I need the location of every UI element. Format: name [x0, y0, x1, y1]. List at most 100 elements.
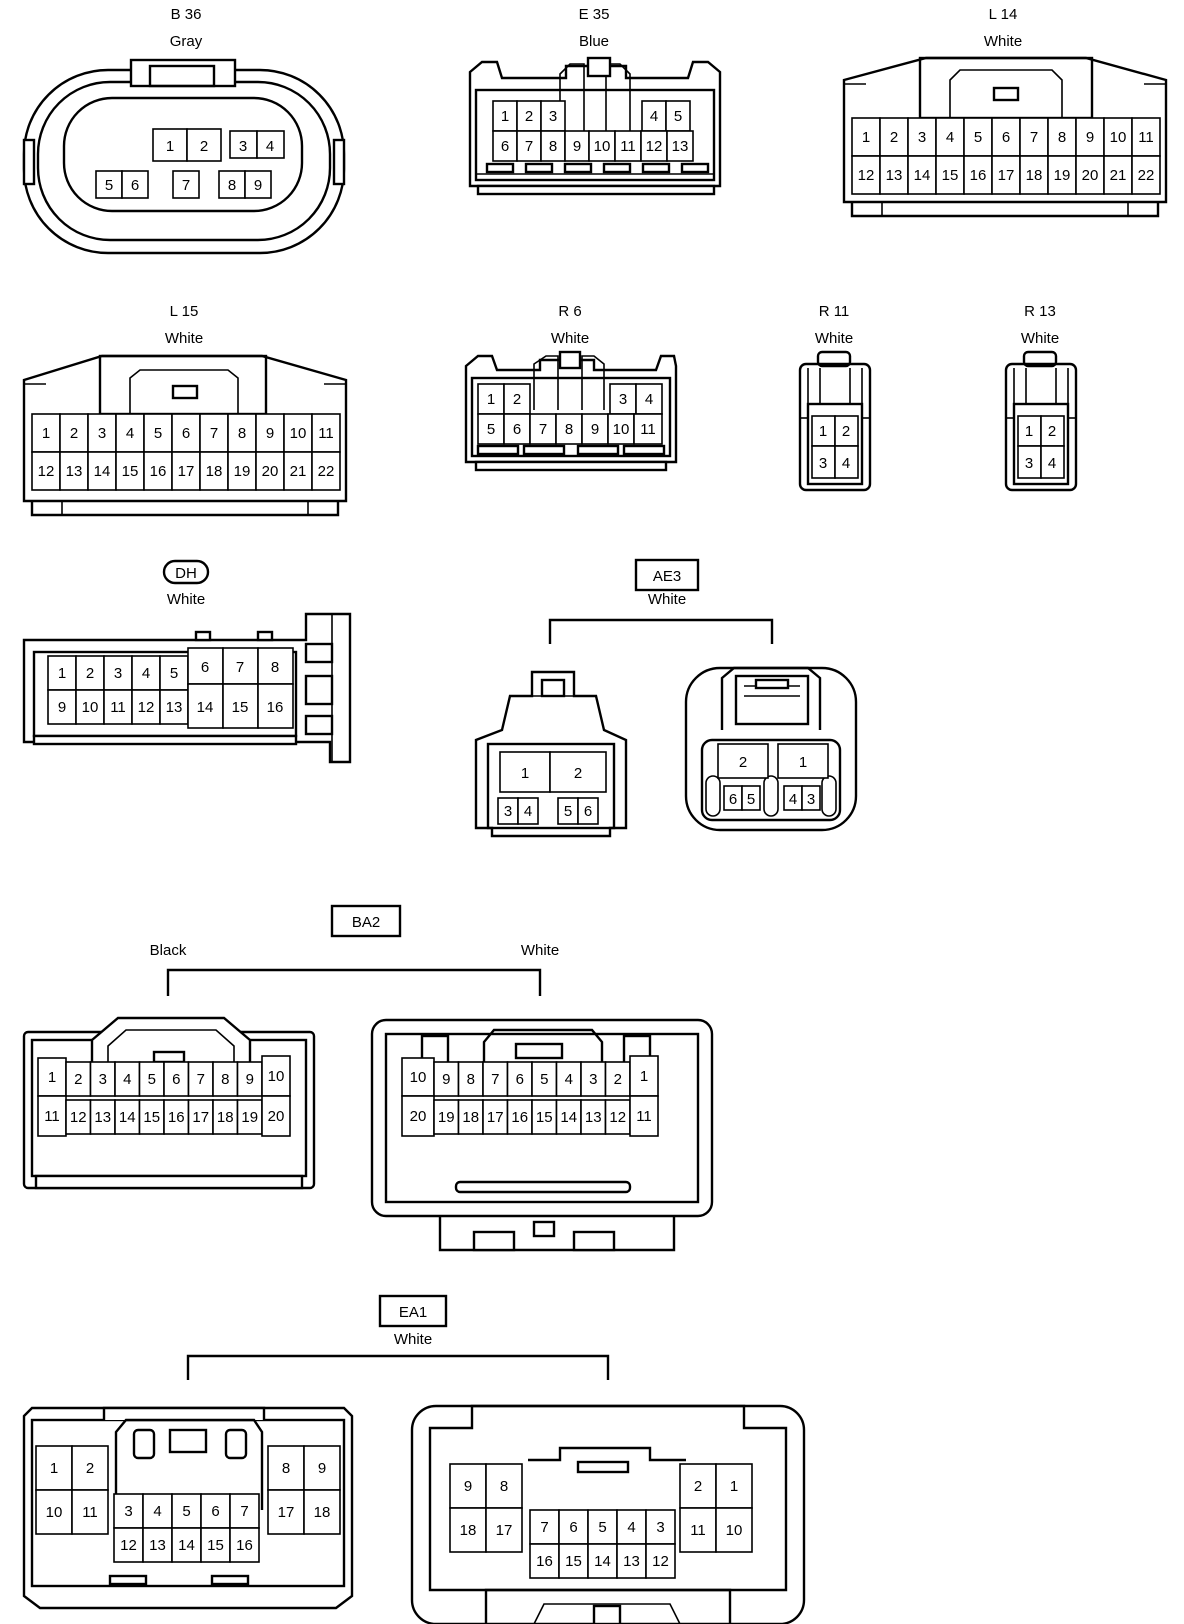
- pin-number: 5: [598, 1519, 606, 1536]
- pin-number: 11: [620, 138, 636, 155]
- pin-number: 2: [525, 108, 533, 125]
- pin-cell: 2: [879, 117, 909, 157]
- pin-number: 22: [1138, 167, 1155, 184]
- pin-cell: 4: [616, 1509, 647, 1545]
- pin-number: 17: [278, 1504, 295, 1521]
- pin-cell: 12: [31, 451, 61, 491]
- pin-number: 10: [290, 425, 307, 442]
- pin-number: 15: [207, 1537, 224, 1554]
- pin-number: 5: [674, 108, 682, 125]
- pin-number: 7: [182, 177, 190, 194]
- pin-cell: 9: [564, 130, 590, 162]
- connector-color: White: [167, 591, 205, 608]
- pin-number: 3: [619, 391, 627, 408]
- pin-number: 8: [282, 1460, 290, 1477]
- pin-number: 7: [236, 659, 244, 676]
- pin-cell: 1: [35, 1445, 73, 1491]
- pin-number: 1: [521, 765, 529, 782]
- pin-number: 14: [197, 699, 214, 716]
- pin-number: 9: [58, 699, 66, 716]
- connector-code-box: [378, 1294, 448, 1328]
- pin-number: 5: [148, 1071, 156, 1088]
- pin-cell: 14: [587, 1543, 618, 1579]
- pin-number: 5: [487, 421, 495, 438]
- connector-code-box: [330, 904, 402, 938]
- pin-number: 11: [1138, 129, 1154, 146]
- pin-number: 12: [609, 1109, 626, 1126]
- pin-cell: 14: [907, 155, 937, 195]
- pin-number: 4: [645, 391, 653, 408]
- connector-color: White: [648, 591, 686, 608]
- pin-cell: 14: [87, 451, 117, 491]
- pin-cell: 15: [200, 1527, 231, 1563]
- pin-cell: 17: [267, 1489, 305, 1535]
- pin-number: 11: [110, 699, 126, 716]
- pin-number: 4: [266, 138, 274, 155]
- connector-housing-male: [684, 666, 858, 832]
- pin-number: 8: [238, 425, 246, 442]
- pin-cell: 4: [834, 445, 859, 479]
- pin-cell: 2: [503, 383, 531, 415]
- pin-cell: 2: [717, 743, 769, 779]
- pin-cell: 10: [588, 130, 616, 162]
- pin-cell: 1: [152, 128, 188, 162]
- connector-code: R 6: [558, 303, 581, 320]
- pin-cell: 20: [255, 451, 285, 491]
- pin-cell: 12: [131, 689, 161, 725]
- pin-number: 5: [105, 177, 113, 194]
- pin-cell: 18: [457, 1099, 484, 1135]
- connector-code-badge: [162, 559, 210, 585]
- pin-number: 12: [646, 138, 663, 155]
- pin-cell: 8: [555, 413, 583, 445]
- pin-number: 13: [672, 138, 689, 155]
- connector-housing: [842, 56, 1168, 218]
- pin-cell: 7: [529, 413, 557, 445]
- pin-cell: 9: [47, 689, 77, 725]
- pin-cell: 1: [31, 413, 61, 453]
- pin-cell: 3: [811, 445, 836, 479]
- pin-number: 17: [192, 1109, 209, 1126]
- pin-cell: 15: [935, 155, 965, 195]
- pin-number: 1: [50, 1460, 58, 1477]
- pin-number: 5: [974, 129, 982, 146]
- pin-cell: 10: [715, 1507, 753, 1553]
- connector-color: White: [815, 330, 853, 347]
- pin-number: 11: [44, 1108, 60, 1125]
- pin-cell: 1: [1017, 415, 1042, 447]
- pin-cell: 3: [113, 1493, 144, 1529]
- pin-cell: 9: [303, 1445, 341, 1491]
- pin-number: 11: [636, 1108, 652, 1125]
- pin-cell: 3: [580, 1061, 607, 1097]
- connector-housing: [22, 354, 348, 517]
- pin-cell: 1: [499, 751, 551, 793]
- pin-cell: 18: [199, 451, 229, 491]
- connector-housing-right: [410, 1404, 806, 1624]
- connector-code: R 11: [819, 303, 850, 320]
- pin-cell: 2: [604, 1061, 631, 1097]
- pin-cell: 18: [449, 1507, 487, 1553]
- pin-cell: 2: [834, 415, 859, 447]
- pin-number: 4: [123, 1071, 131, 1088]
- pin-cell: 11: [1131, 117, 1161, 157]
- pin-cell: 7: [199, 413, 229, 453]
- pin-cell: 15: [222, 683, 259, 729]
- pin-number: 7: [1030, 129, 1038, 146]
- pin-number: 10: [410, 1069, 427, 1086]
- connector-code: BA2: [352, 914, 380, 931]
- connector-code: L 14: [989, 6, 1018, 23]
- pin-cell: 2: [59, 413, 89, 453]
- pin-number: 1: [42, 425, 50, 442]
- pin-number: 17: [496, 1522, 513, 1539]
- pin-cell: 13: [879, 155, 909, 195]
- pin-cell: 6: [558, 1509, 589, 1545]
- pin-cell: 10: [75, 689, 105, 725]
- pin-number: 7: [525, 138, 533, 155]
- pin-cell: 6: [991, 117, 1021, 157]
- pin-cell: 2: [65, 1061, 92, 1097]
- pin-number: 10: [1110, 129, 1127, 146]
- pin-cell: 15: [138, 1099, 165, 1135]
- pin-cell: 5: [665, 100, 691, 132]
- pin-number: 13: [66, 463, 83, 480]
